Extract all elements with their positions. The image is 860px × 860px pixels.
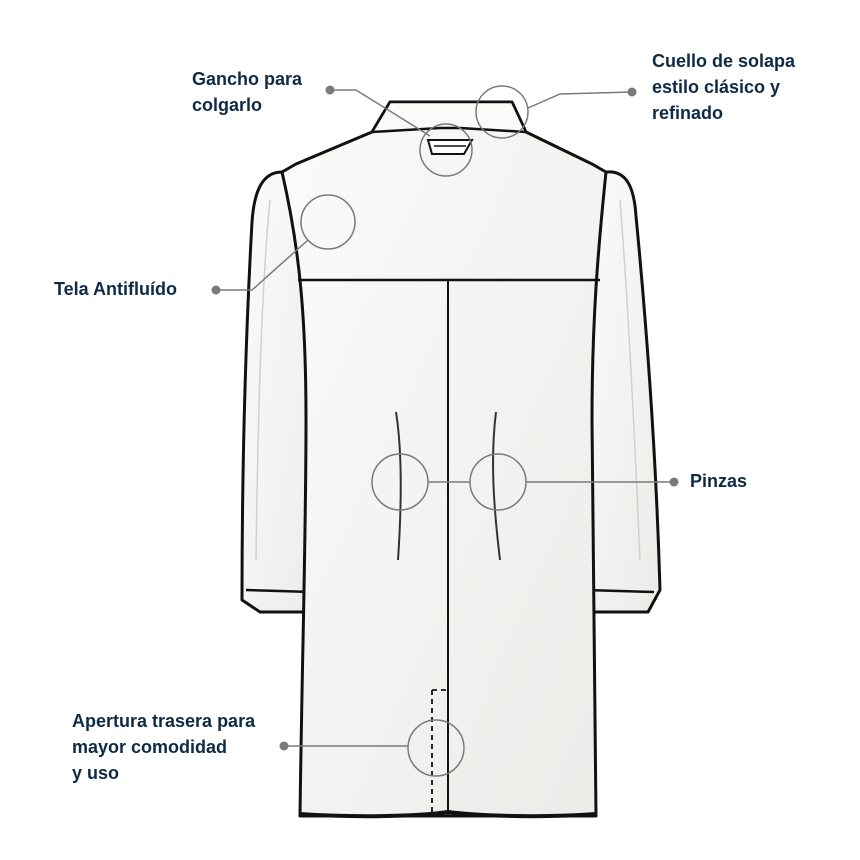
callout-darts: [371, 453, 679, 511]
callout-fabric: [211, 194, 356, 295]
collar: [370, 100, 528, 134]
callout-hook: [325, 85, 473, 177]
callout-vent: [279, 719, 465, 777]
coat-body: [280, 100, 608, 818]
left-dart: [395, 411, 402, 561]
right-cuff-seam: [585, 588, 655, 594]
label-lapel-collar: Cuello de solapa estilo clásico y refina…: [652, 51, 796, 123]
hanging-hook: [426, 139, 474, 155]
right-dart: [492, 411, 501, 561]
left-sleeve-fold: [255, 199, 271, 561]
label-back-vent: Apertura trasera para mayor comodidad y …: [72, 711, 256, 783]
back-vent-stitching: [431, 689, 448, 812]
label-darts: Pinzas: [690, 471, 748, 491]
hem: [299, 809, 597, 819]
label-fluid-resistant-fabric: Tela Antifluído: [54, 279, 177, 299]
label-hanging-hook: Gancho para colgarlo: [192, 69, 303, 115]
right-sleeve-fold: [619, 199, 641, 561]
callout-collar: [475, 85, 637, 139]
left-cuff-seam: [245, 588, 313, 594]
